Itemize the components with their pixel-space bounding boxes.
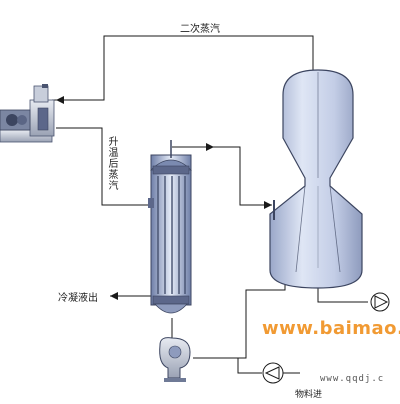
secondary-steam-pipe [52, 35, 314, 101]
secondary-steam-label: 二次蒸汽 [180, 24, 220, 35]
url-watermark: www.qqdj.c [320, 374, 385, 384]
arrow-hx-out [206, 143, 214, 151]
feed-in-label: 物料进 [295, 390, 323, 400]
discharge-pipe [317, 286, 368, 303]
condensate-out-label: 冷凝液出 [58, 293, 98, 304]
heated-steam-label: 升温后蒸汽 [106, 136, 117, 191]
heat-exchanger-icon [148, 140, 192, 314]
arrow-secondary-steam [56, 96, 64, 104]
arrow-to-separator [264, 201, 272, 209]
heated-steam-pipe [56, 127, 155, 206]
feed-pipe [237, 358, 262, 374]
discharge-pump-icon [370, 292, 390, 312]
feed-pump-icon [262, 362, 300, 384]
site-watermark: www.baimao. [262, 318, 400, 339]
flow-arrows [56, 96, 272, 300]
pump-to-separator-pipe [193, 285, 286, 359]
arrow-condensate [110, 292, 118, 300]
compressor-icon [0, 84, 55, 143]
circulation-pump-icon [159, 337, 191, 382]
separator-vessel-icon [269, 69, 363, 289]
